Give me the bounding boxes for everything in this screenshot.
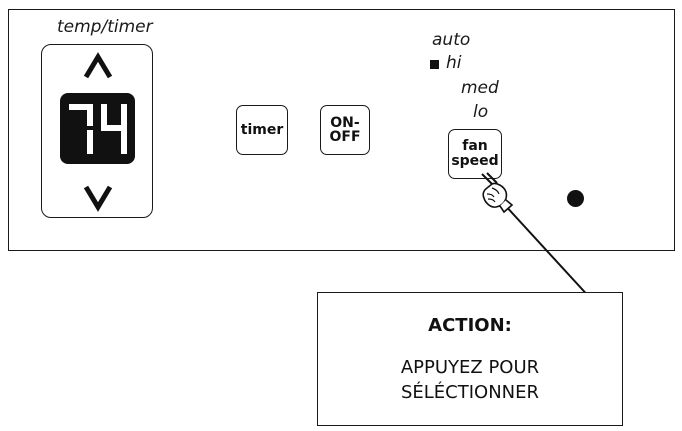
temp-up-button[interactable]	[80, 51, 116, 81]
callout-line-1: APPUYEZ POUR	[400, 357, 540, 378]
fan-speed-label-line1: fan	[462, 138, 488, 154]
temperature-display: 74	[60, 93, 135, 164]
fan-hi-indicator	[430, 60, 439, 69]
temp-timer-control: 74	[41, 44, 153, 218]
callout-body: APPUYEZ POUR SÉLÉCTIONNER	[318, 355, 622, 405]
fan-option-auto: auto	[432, 30, 471, 50]
on-off-label-line1: ON-	[330, 115, 360, 131]
fan-speed-button[interactable]: fan speed	[448, 129, 502, 179]
on-off-button[interactable]: ON- OFF	[320, 105, 370, 155]
callout-line-2: SÉLÉCTIONNER	[400, 382, 540, 403]
temp-down-button[interactable]	[80, 183, 116, 213]
fan-speed-label-line2: speed	[451, 153, 499, 169]
fan-option-hi: hi	[446, 53, 462, 73]
fan-option-lo: lo	[473, 102, 489, 122]
timer-button[interactable]: timer	[236, 105, 288, 155]
action-callout-box: ACTION: APPUYEZ POUR SÉLÉCTIONNER	[317, 292, 623, 426]
timer-button-label: timer	[240, 122, 284, 138]
chevron-down-icon	[83, 185, 113, 212]
callout-title: ACTION:	[428, 315, 512, 336]
fan-option-med: med	[461, 78, 499, 98]
chevron-up-icon	[83, 52, 113, 79]
temp-timer-label: temp/timer	[57, 17, 153, 37]
on-off-label-line2: OFF	[329, 129, 361, 145]
indicator-light-icon	[567, 190, 584, 207]
seven-segment-digits: 74	[69, 104, 127, 154]
